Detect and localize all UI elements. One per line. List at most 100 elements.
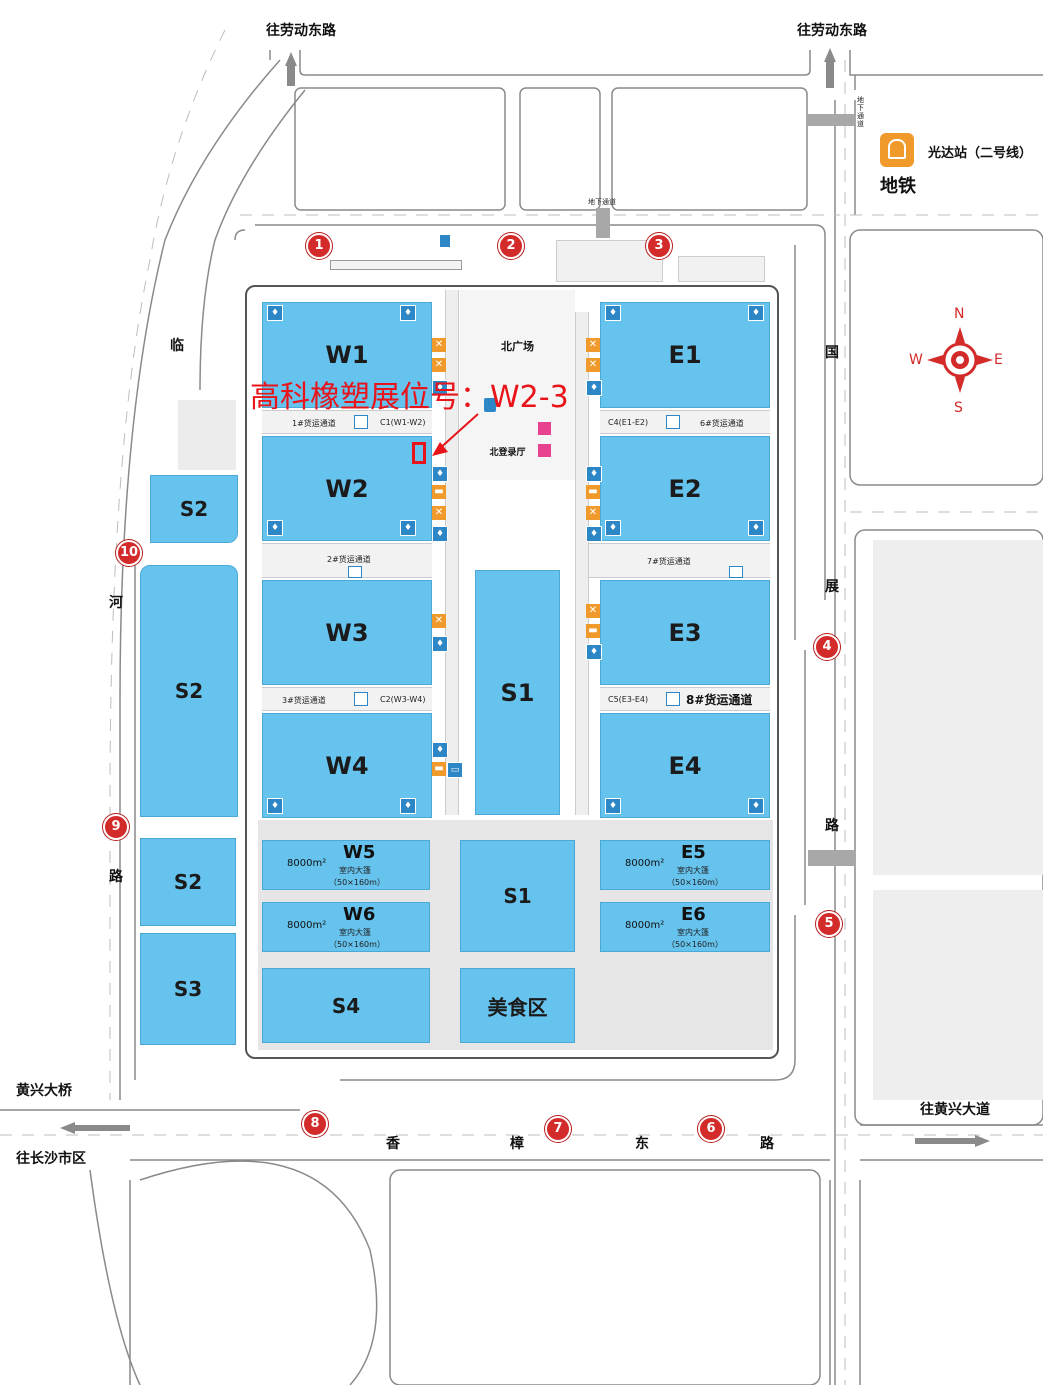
corridor-c7-freight: 7#货运通道 [587,543,770,578]
restroom-icon: ♦ [267,798,283,814]
freight-icon [348,566,362,578]
metro-label: 地铁 [880,176,916,197]
tent-w6[interactable]: 8000m² W6 室内大篷 （50×160m） [262,902,430,952]
gate-10[interactable]: 10 [116,540,142,566]
compass-w: W [909,352,923,368]
compass-e: E [994,352,1003,368]
restaurant-icon: ✕ [432,358,446,372]
corridor-1-freight-label: 1#货运通道 [292,419,336,428]
tent-w5-size: （50×160m） [329,878,385,887]
hall-e4[interactable]: E4 [600,713,770,818]
north-gate-structure [330,260,462,270]
booth-annotation: 高科橡塑展位号：W2-3 [250,380,569,415]
hall-s1-south[interactable]: S1 [460,840,575,952]
restaurant-icon: ✕ [586,506,600,520]
hall-s2-middle[interactable]: S2 [140,565,238,817]
east-aisle [575,312,589,815]
annotation-arrow-icon [432,413,479,456]
gate-2[interactable]: 2 [498,233,524,259]
north-building [678,256,765,282]
tent-w5-name: W5 [343,842,376,863]
corridor-c1-label: C1(W1-W2) [380,418,426,427]
north-plaza: 北广场 北登录厅 [460,290,575,480]
restaurant-icon: ✕ [586,604,600,618]
hall-s4[interactable]: S4 [262,968,430,1043]
tent-w5[interactable]: 8000m² W5 室内大篷 （50×160m） [262,840,430,890]
gate-4[interactable]: 4 [814,634,840,660]
tent-w6-sub: 室内大篷 [339,928,371,937]
hall-s1-north[interactable]: S1 [475,570,560,815]
gate-9[interactable]: 9 [103,814,129,840]
restroom-icon: ♦ [267,305,283,321]
info-icon [484,398,496,412]
hall-w4-label: W4 [325,751,369,780]
hall-w3-label: W3 [325,618,369,647]
corridor-c4: C4(E1-E2) 6#货运通道 [600,410,770,434]
corridor-3-freight-label: 3#货运通道 [282,696,326,705]
tent-w6-size: （50×160m） [329,940,385,949]
road-label-huangxing-bridge: 黄兴大桥 [16,1083,72,1099]
freight-icon [354,692,368,706]
metro-station-label: 光达站（二号线） [928,146,1033,161]
hall-s2-south[interactable]: S2 [140,838,236,926]
restroom-icon: ♦ [748,520,764,536]
east-block-south [873,890,1043,1100]
food-court[interactable]: 美食区 [460,968,575,1043]
gate-5[interactable]: 5 [816,911,842,937]
restroom-icon: ♦ [748,798,764,814]
tent-e5-size: （50×160m） [667,878,723,887]
hall-w1-label: W1 [325,341,369,369]
corridor-c5-label: C5(E3-E4) [608,695,649,704]
corridor-c3: 3#货运通道 C2(W3-W4) [262,687,432,711]
hall-s2-north-label: S2 [179,497,209,521]
restaurant-icon: ✕ [586,358,600,372]
freight-icon [354,415,368,429]
shop-icon: ▬ [432,485,446,499]
road-label-west-1: 临 [170,338,184,354]
hall-s3[interactable]: S3 [140,933,236,1045]
tent-e5[interactable]: 8000m² E5 室内大篷 （50×160m） [600,840,770,890]
north-hall-label: 北登录厅 [489,448,526,458]
hall-s3-label: S3 [173,977,203,1001]
restaurant-icon: ✕ [432,614,446,628]
corridor-c1: 1#货运通道 C1(W1-W2) [262,410,432,434]
gate-3[interactable]: 3 [646,233,672,259]
west-parking [178,400,236,470]
hall-e3[interactable]: E3 [600,580,770,685]
bus-icon: ▭ [447,762,463,778]
freight-icon [666,415,680,429]
compass-icon [927,327,993,393]
tent-e6[interactable]: 8000m² E6 室内大篷 （50×160m） [600,902,770,952]
booth-marker[interactable] [412,442,426,464]
restroom-icon: ♦ [586,526,602,542]
hall-w3[interactable]: W3 [262,580,432,685]
road-label-south-3: 东 [635,1136,649,1152]
corridor-c5: C5(E3-E4) 8#货运通道 [600,687,770,711]
restroom-icon: ♦ [400,520,416,536]
info-icon [440,235,450,247]
hall-e1[interactable]: E1 [600,302,770,408]
gate-7[interactable]: 7 [545,1116,571,1142]
restroom-icon: ♦ [432,636,448,652]
restroom-icon: ♦ [605,305,621,321]
hall-e2[interactable]: E2 [600,436,770,541]
restroom-icon: ♦ [432,380,448,396]
corridor-c2-freight: 2#货运通道 [262,543,432,578]
compass-s: S [954,400,963,416]
tent-w6-name: W6 [343,904,376,925]
underpass-label-north: 地下通道 [588,198,616,206]
gate-8[interactable]: 8 [302,1111,328,1137]
road-label-east-1: 国 [825,345,839,361]
restroom-icon: ♦ [432,526,448,542]
gate-6[interactable]: 6 [698,1116,724,1142]
hall-s2-north[interactable]: S2 [150,475,238,543]
corridor-7-freight-label: 7#货运通道 [647,557,691,566]
gate-1[interactable]: 1 [306,233,332,259]
tent-e6-area: 8000m² [625,920,665,931]
restroom-icon: ♦ [605,520,621,536]
road-label-north-left: 往劳动东路 [266,23,336,39]
tent-w5-area: 8000m² [287,858,327,869]
hall-w2-label: W2 [325,474,369,503]
service-icon [538,444,551,457]
underpass-label-east: 地下通道 [857,96,864,128]
